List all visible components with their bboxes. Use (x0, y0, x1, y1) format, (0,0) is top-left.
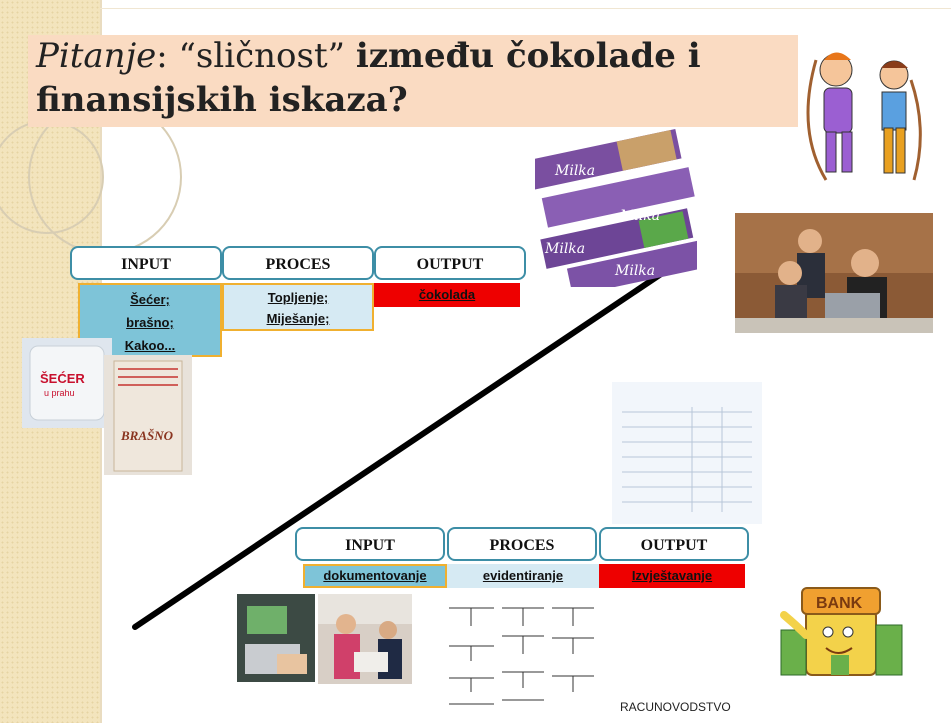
sugar-sublabel: u prahu (44, 388, 75, 398)
ingredient-flour: brašno; (126, 315, 174, 330)
sugar-package-image: ŠEĆER u prahu (22, 338, 112, 428)
header-input-accounting: INPUT (295, 527, 445, 561)
process-steps-cell: Topljenje; Miješanje; (222, 283, 374, 331)
title-background (28, 35, 798, 127)
page-title: Pitanje: “sličnost” između čokolade i fi… (36, 36, 701, 120)
input-documenting-cell: dokumentovanje (303, 564, 447, 588)
milka-chocolate-image: Milka Milka Milka Milka (535, 128, 697, 287)
header-input: INPUT (70, 246, 222, 280)
bank-sign: BANK (816, 595, 863, 612)
process-mixing: Miješanje; (266, 311, 330, 326)
header-proces-accounting: PROCES (447, 527, 597, 561)
header-proces: PROCES (222, 246, 374, 280)
top-divider (100, 8, 951, 9)
sugar-label: ŠEĆER (40, 371, 85, 386)
header-output: OUTPUT (374, 246, 526, 280)
output-chocolate-cell: čokolada (374, 283, 520, 307)
flour-label: BRAŠNO (120, 428, 174, 443)
flour-package-image: BRAŠNO (104, 355, 192, 475)
process-melting: Topljenje; (267, 290, 329, 305)
milka-logo: Milka (544, 241, 585, 257)
footer-label: RACUNOVODSTVO (620, 700, 731, 714)
financial-statement-image (612, 382, 762, 524)
output-reporting-cell: Izvještavanje (599, 564, 745, 588)
store-clerk-photo (318, 594, 412, 684)
atm-photo (237, 594, 315, 682)
output-chocolate: čokolada (418, 287, 476, 302)
milka-logo: Milka (554, 163, 595, 179)
milka-logo: Milka (619, 208, 660, 224)
business-people-photo (735, 213, 933, 333)
milka-logo: Milka (614, 263, 655, 279)
ingredient-cocoa: Kakoo... (124, 338, 176, 353)
ingredient-sugar: Šećer; (130, 292, 170, 307)
process-recording-cell: evidentiranje (447, 564, 599, 588)
header-output-accounting: OUTPUT (599, 527, 749, 561)
children-illustration (806, 52, 922, 181)
bank-cartoon-image: BANK (780, 587, 903, 676)
ledger-t-accounts-image (444, 596, 600, 710)
